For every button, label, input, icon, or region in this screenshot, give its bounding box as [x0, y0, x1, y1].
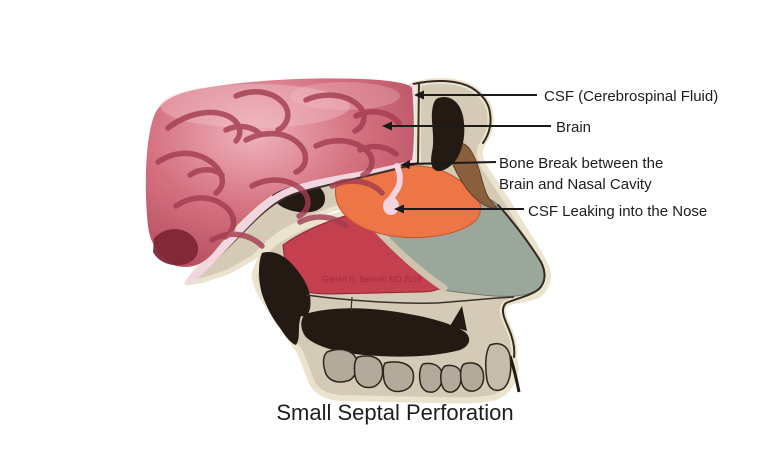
brain-region: [145, 78, 414, 267]
tooth: [353, 355, 384, 389]
tooth: [322, 348, 358, 383]
csf-label: CSF (Cerebrospinal Fluid): [544, 88, 719, 105]
brain-temporal-tip: [153, 229, 199, 266]
bone-break-label-line1: Bone Break between the: [499, 155, 664, 172]
nose-lip-outline: [497, 204, 546, 358]
bone-break-pointer-line: [407, 161, 497, 165]
tooth: [382, 361, 415, 393]
tooth: [459, 362, 485, 392]
palate-line-vertical: [350, 296, 353, 312]
tooth-front-incisor: [485, 342, 512, 392]
diagram-title: Small Septal Perforation: [276, 400, 514, 425]
brain-sulci: [155, 89, 402, 249]
pointer-lines: [390, 94, 551, 210]
arrowheads: [382, 90, 424, 214]
tooth: [418, 362, 443, 393]
palate-line-upper: [305, 294, 515, 304]
artist-watermark: Garrett H. Bennett MD 2018: [322, 275, 422, 284]
face-profile-outline: [412, 79, 492, 144]
brain-highlight: [160, 84, 350, 128]
csf-arrowhead: [414, 90, 424, 100]
palate-shadow-ink-mass: [301, 308, 470, 357]
tooth: [440, 364, 462, 393]
brain-arrowhead: [382, 121, 392, 131]
teeth: [322, 342, 512, 393]
csf-droplet-bulb: [383, 197, 399, 215]
csf-leak-arrowhead: [394, 204, 404, 214]
nasal-spine-ink-mass: [259, 252, 311, 345]
csf-leak-label: CSF Leaking into the Nose: [528, 203, 708, 220]
bone-break-label: Bone Break between the Brain and Nasal C…: [499, 153, 663, 195]
brain-base: [145, 78, 414, 267]
frontal-sinus: [431, 96, 465, 172]
bone-break-arrowhead: [400, 160, 410, 169]
palate-shadow-hook: [450, 306, 467, 331]
csf-droplet: [383, 163, 403, 215]
bone-break-label-line2: Brain and Nasal Cavity: [499, 176, 652, 193]
brain-label: Brain: [556, 119, 592, 136]
